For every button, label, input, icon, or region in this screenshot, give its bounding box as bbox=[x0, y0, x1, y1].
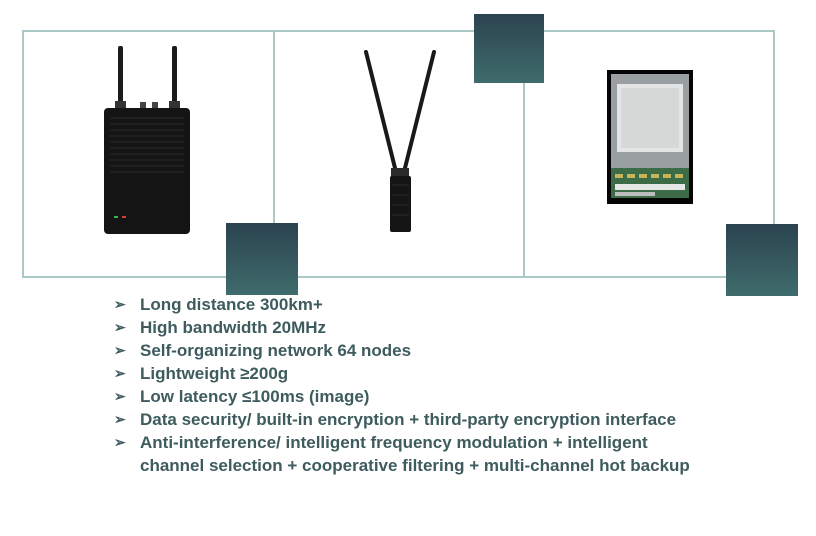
feature-text: Long distance 300km+ bbox=[140, 295, 323, 314]
arrow-bullet-icon: ➢ bbox=[114, 365, 126, 381]
arrow-bullet-icon: ➢ bbox=[114, 342, 126, 358]
list-item: ➢ Lightweight ≥200g bbox=[112, 362, 712, 385]
list-item: ➢ Anti-interference/ intelligent frequen… bbox=[112, 431, 712, 477]
arrow-bullet-icon: ➢ bbox=[114, 319, 126, 335]
accent-square bbox=[474, 14, 544, 83]
handheld-device-image bbox=[364, 50, 436, 232]
arrow-bullet-icon: ➢ bbox=[114, 434, 126, 450]
arrow-bullet-icon: ➢ bbox=[114, 411, 126, 427]
module-board-image bbox=[607, 70, 693, 204]
list-item: ➢ High bandwidth 20MHz bbox=[112, 316, 712, 339]
feature-text: Data security/ built-in encryption + thi… bbox=[140, 410, 677, 429]
list-item: ➢ Long distance 300km+ bbox=[112, 293, 712, 316]
feature-list: ➢ Long distance 300km+ ➢ High bandwidth … bbox=[112, 293, 712, 477]
feature-text: High bandwidth 20MHz bbox=[140, 318, 327, 337]
list-item: ➢ Self-organizing network 64 nodes bbox=[112, 339, 712, 362]
accent-square bbox=[726, 224, 798, 296]
feature-text: Low latency ≤100ms (image) bbox=[140, 387, 370, 406]
accent-square bbox=[226, 223, 298, 295]
product-panel-radio-box bbox=[22, 30, 275, 278]
feature-text: Self-organizing network 64 nodes bbox=[140, 341, 412, 360]
radio-box-device-image bbox=[104, 46, 190, 234]
feature-text: Anti-interference/ intelligent frequency… bbox=[140, 433, 690, 475]
arrow-bullet-icon: ➢ bbox=[114, 388, 126, 404]
arrow-bullet-icon: ➢ bbox=[114, 296, 126, 312]
list-item: ➢ Low latency ≤100ms (image) bbox=[112, 385, 712, 408]
feature-text: Lightweight ≥200g bbox=[140, 364, 289, 383]
list-item: ➢ Data security/ built-in encryption + t… bbox=[112, 408, 712, 431]
